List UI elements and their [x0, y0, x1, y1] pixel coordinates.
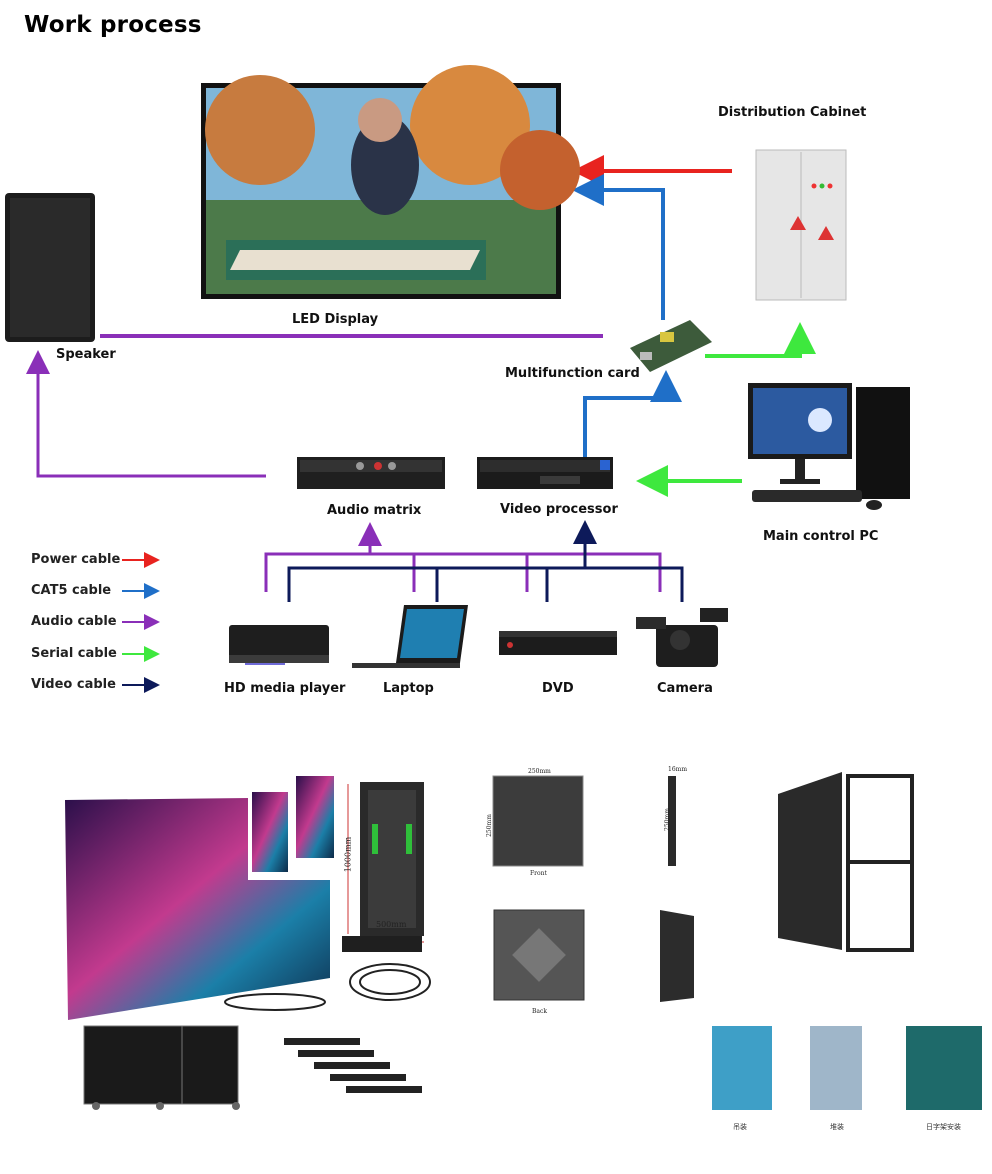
flight-cases-image — [83, 1025, 240, 1110]
module-side-image — [668, 776, 676, 866]
dvd-label: DVD — [542, 681, 574, 696]
legend-serial-cable: Serial cable — [31, 646, 117, 661]
camera-image — [636, 608, 728, 667]
module-front-label: Front — [530, 870, 547, 877]
cat5-card-to-display — [572, 174, 665, 320]
multifunction-card-label: Multifunction card — [505, 366, 640, 381]
cabinet-back-image — [347, 782, 424, 943]
module-width-label: 250mm — [528, 768, 551, 775]
module-front-image — [492, 775, 584, 867]
video-processor-image — [477, 457, 613, 489]
distribution-cabinet-label: Distribution Cabinet — [718, 105, 867, 120]
page-title: Work process — [24, 12, 202, 38]
cat5-processor-to-card — [583, 370, 682, 458]
legend-video-cable: Video cable — [31, 677, 116, 692]
main-control-pc-label: Main control PC — [763, 529, 879, 544]
product-photos — [65, 772, 982, 1110]
module-angled-image — [660, 910, 694, 1002]
hd-media-player-image — [229, 625, 329, 665]
module-side-height-label: 250mm — [663, 808, 671, 831]
main-control-pc-image — [748, 383, 910, 510]
video-processor-label: Video processor — [500, 502, 618, 517]
camera-label: Camera — [657, 681, 713, 696]
cabinet-height-label: 1000mm — [343, 836, 353, 873]
hanging-bars-image — [284, 1038, 422, 1093]
cables-image — [224, 963, 431, 1011]
module-back-image — [493, 909, 585, 1001]
controller-image — [342, 936, 422, 952]
module-height-label: 250mm — [485, 814, 493, 837]
install-hanging-label: 吊装 — [733, 1123, 747, 1131]
install-frame-image — [906, 1026, 982, 1110]
install-hanging-image — [712, 1026, 772, 1110]
speaker-image — [5, 193, 95, 342]
led-wall-image — [65, 776, 334, 1020]
audio-matrix-to-speaker — [26, 350, 266, 478]
wiring-diagram — [5, 65, 910, 693]
install-stacking-image — [810, 1026, 862, 1110]
video-bus — [287, 566, 684, 602]
legend-power-cable: Power cable — [31, 552, 121, 567]
led-display-image — [201, 65, 580, 299]
module-back-label: Back — [532, 1008, 547, 1015]
hd-media-player-label: HD media player — [224, 681, 346, 696]
distribution-cabinet-image — [755, 149, 847, 301]
laptop-label: Laptop — [383, 681, 434, 696]
audio-bus — [264, 552, 662, 592]
legend-cat5-cable: CAT5 cable — [31, 583, 112, 598]
audio-matrix-label: Audio matrix — [327, 503, 422, 518]
led-display-label: LED Display — [292, 312, 379, 327]
speaker-label: Speaker — [56, 347, 116, 362]
legend-audio-cable: Audio cable — [31, 614, 117, 629]
multifunction-card-image — [630, 320, 712, 372]
install-frame-label: 日字架安装 — [926, 1123, 961, 1131]
dvd-image — [499, 631, 617, 655]
standing-frame-image — [778, 772, 914, 952]
install-stacking-label: 堆装 — [830, 1123, 844, 1131]
serial-card-to-cabinet — [705, 322, 816, 358]
laptop-image — [352, 605, 468, 668]
cabinet-width-label: 500mm — [376, 920, 407, 929]
module-thickness-label: 16mm — [668, 766, 688, 773]
audio-matrix-image — [297, 457, 445, 489]
